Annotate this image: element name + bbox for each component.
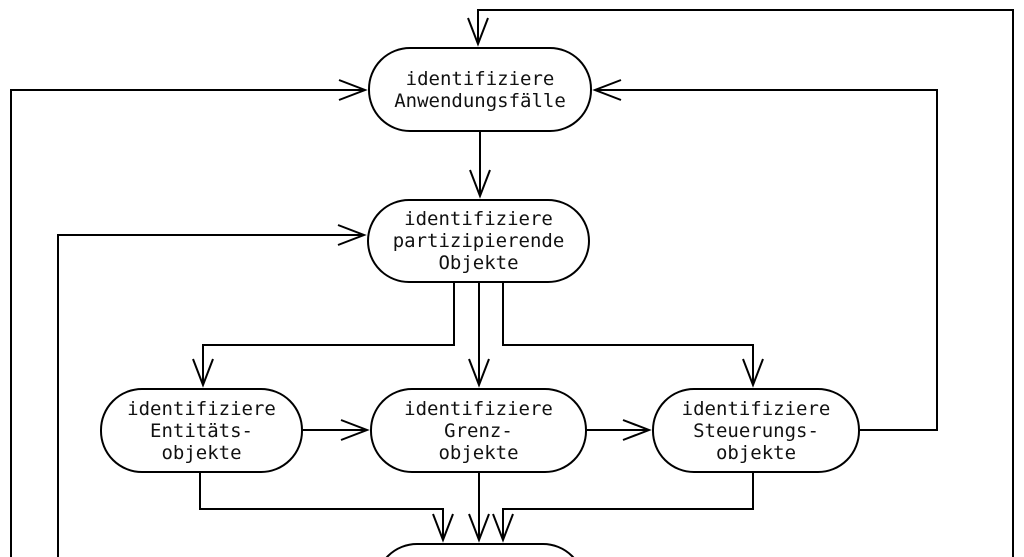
connector-partizipierende-to-steuerungs	[502, 283, 764, 388]
node-identifiziere-partizipierende-objekte: identifiziere partizipierende Objekte	[367, 199, 590, 283]
node-label-line: Grenz-	[444, 419, 513, 442]
node-identifiziere-entitaetsobjekte: identifiziere Entitäts- objekte	[100, 388, 303, 473]
node-label-line: objekte	[715, 441, 797, 464]
connector-left-outer-feedback	[10, 79, 368, 557]
node-label-line: identifiziere	[404, 208, 553, 230]
node-label-line: Objekte	[438, 252, 519, 274]
node-label-line: Anwendungsfälle	[394, 89, 566, 112]
node-identifiziere-anwendungsfaelle: identifiziere Anwendungsfälle	[368, 47, 592, 132]
connector-top-feedback	[467, 9, 1014, 557]
node-label-line: identifiziere	[404, 397, 553, 420]
node-identifiziere-grenzobjekte: identifiziere Grenz- objekte	[370, 388, 587, 473]
node-label-line: objekte	[438, 441, 519, 464]
node-label-line: identifiziere	[127, 397, 276, 420]
connector-partizipierende-to-entitaets	[192, 283, 455, 388]
connector-entitaets-to-bottom	[199, 473, 454, 543]
connector-steuerungs-feedback-to-anwendungsfaelle	[592, 79, 938, 431]
node-bottom-partial	[375, 543, 585, 557]
connector-steuerungs-to-bottom	[492, 473, 754, 543]
node-label-line: identifiziere	[405, 67, 555, 90]
node-label-line: Steuerungs-	[693, 419, 819, 442]
node-label-line: Entitäts-	[150, 419, 253, 442]
node-identifiziere-steuerungsobjekte: identifiziere Steuerungs- objekte	[652, 388, 860, 473]
node-label-line: identifiziere	[681, 397, 831, 420]
node-label-line: partizipierende	[392, 230, 565, 252]
node-label-line: objekte	[161, 441, 242, 464]
connector-left-inner-feedback	[57, 224, 367, 557]
